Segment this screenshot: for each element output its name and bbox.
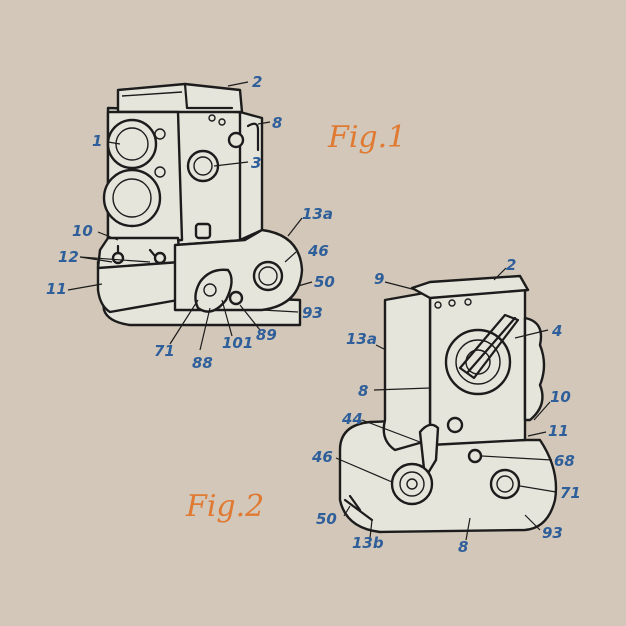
fig2-label-71: 71 — [560, 484, 581, 502]
fig1-label-12: 12 — [58, 248, 79, 266]
fig2-label-13a: 13a — [346, 330, 377, 348]
fig1-label-11: 11 — [46, 280, 67, 298]
fig1-label-46: 46 — [307, 242, 329, 260]
fig2-label-8-upper: 8 — [358, 382, 368, 400]
fig1-label-1: 1 — [92, 132, 102, 150]
fig1-camera — [96, 82, 304, 327]
fig1-label-88: 88 — [192, 354, 213, 372]
fig2-label-93: 93 — [542, 524, 563, 542]
fig1-label-13a: 13a — [302, 205, 333, 223]
fig1-label-93: 93 — [302, 304, 323, 322]
fig2-label-13b: 13b — [352, 534, 384, 552]
fig1-label-89: 89 — [256, 326, 277, 344]
fig2-label-50: 50 — [316, 510, 337, 528]
fig2-label-46: 46 — [311, 448, 333, 466]
fig1-label-50: 50 — [314, 273, 335, 291]
fig1-title: Fig.1 — [327, 120, 406, 155]
fig2-title: Fig.2 — [185, 489, 264, 524]
fig2-label-2: 2 — [506, 256, 516, 274]
fig1-label-71: 71 — [154, 342, 175, 360]
fig2-label-44: 44 — [341, 410, 363, 428]
fig1-label-101: 101 — [222, 334, 253, 352]
fig2-label-4: 4 — [551, 322, 562, 340]
fig2-labels: 9 2 4 13a 8 10 11 44 46 68 71 50 13b 8 9… — [185, 256, 581, 556]
fig2-label-68: 68 — [554, 452, 575, 470]
fig2-label-11: 11 — [548, 422, 569, 440]
fig1-labels: 1 2 8 3 10 12 11 13a 46 50 93 71 88 101 … — [46, 73, 406, 372]
fig2-label-9: 9 — [374, 270, 384, 288]
fig2-label-8-lower: 8 — [458, 538, 468, 556]
fig1-label-2: 2 — [252, 73, 262, 91]
fig2-label-10: 10 — [550, 388, 571, 406]
fig2-camera — [338, 274, 558, 534]
fig1-label-8: 8 — [272, 114, 282, 132]
fig1-label-10: 10 — [72, 222, 93, 240]
fig1-label-3: 3 — [251, 154, 261, 172]
